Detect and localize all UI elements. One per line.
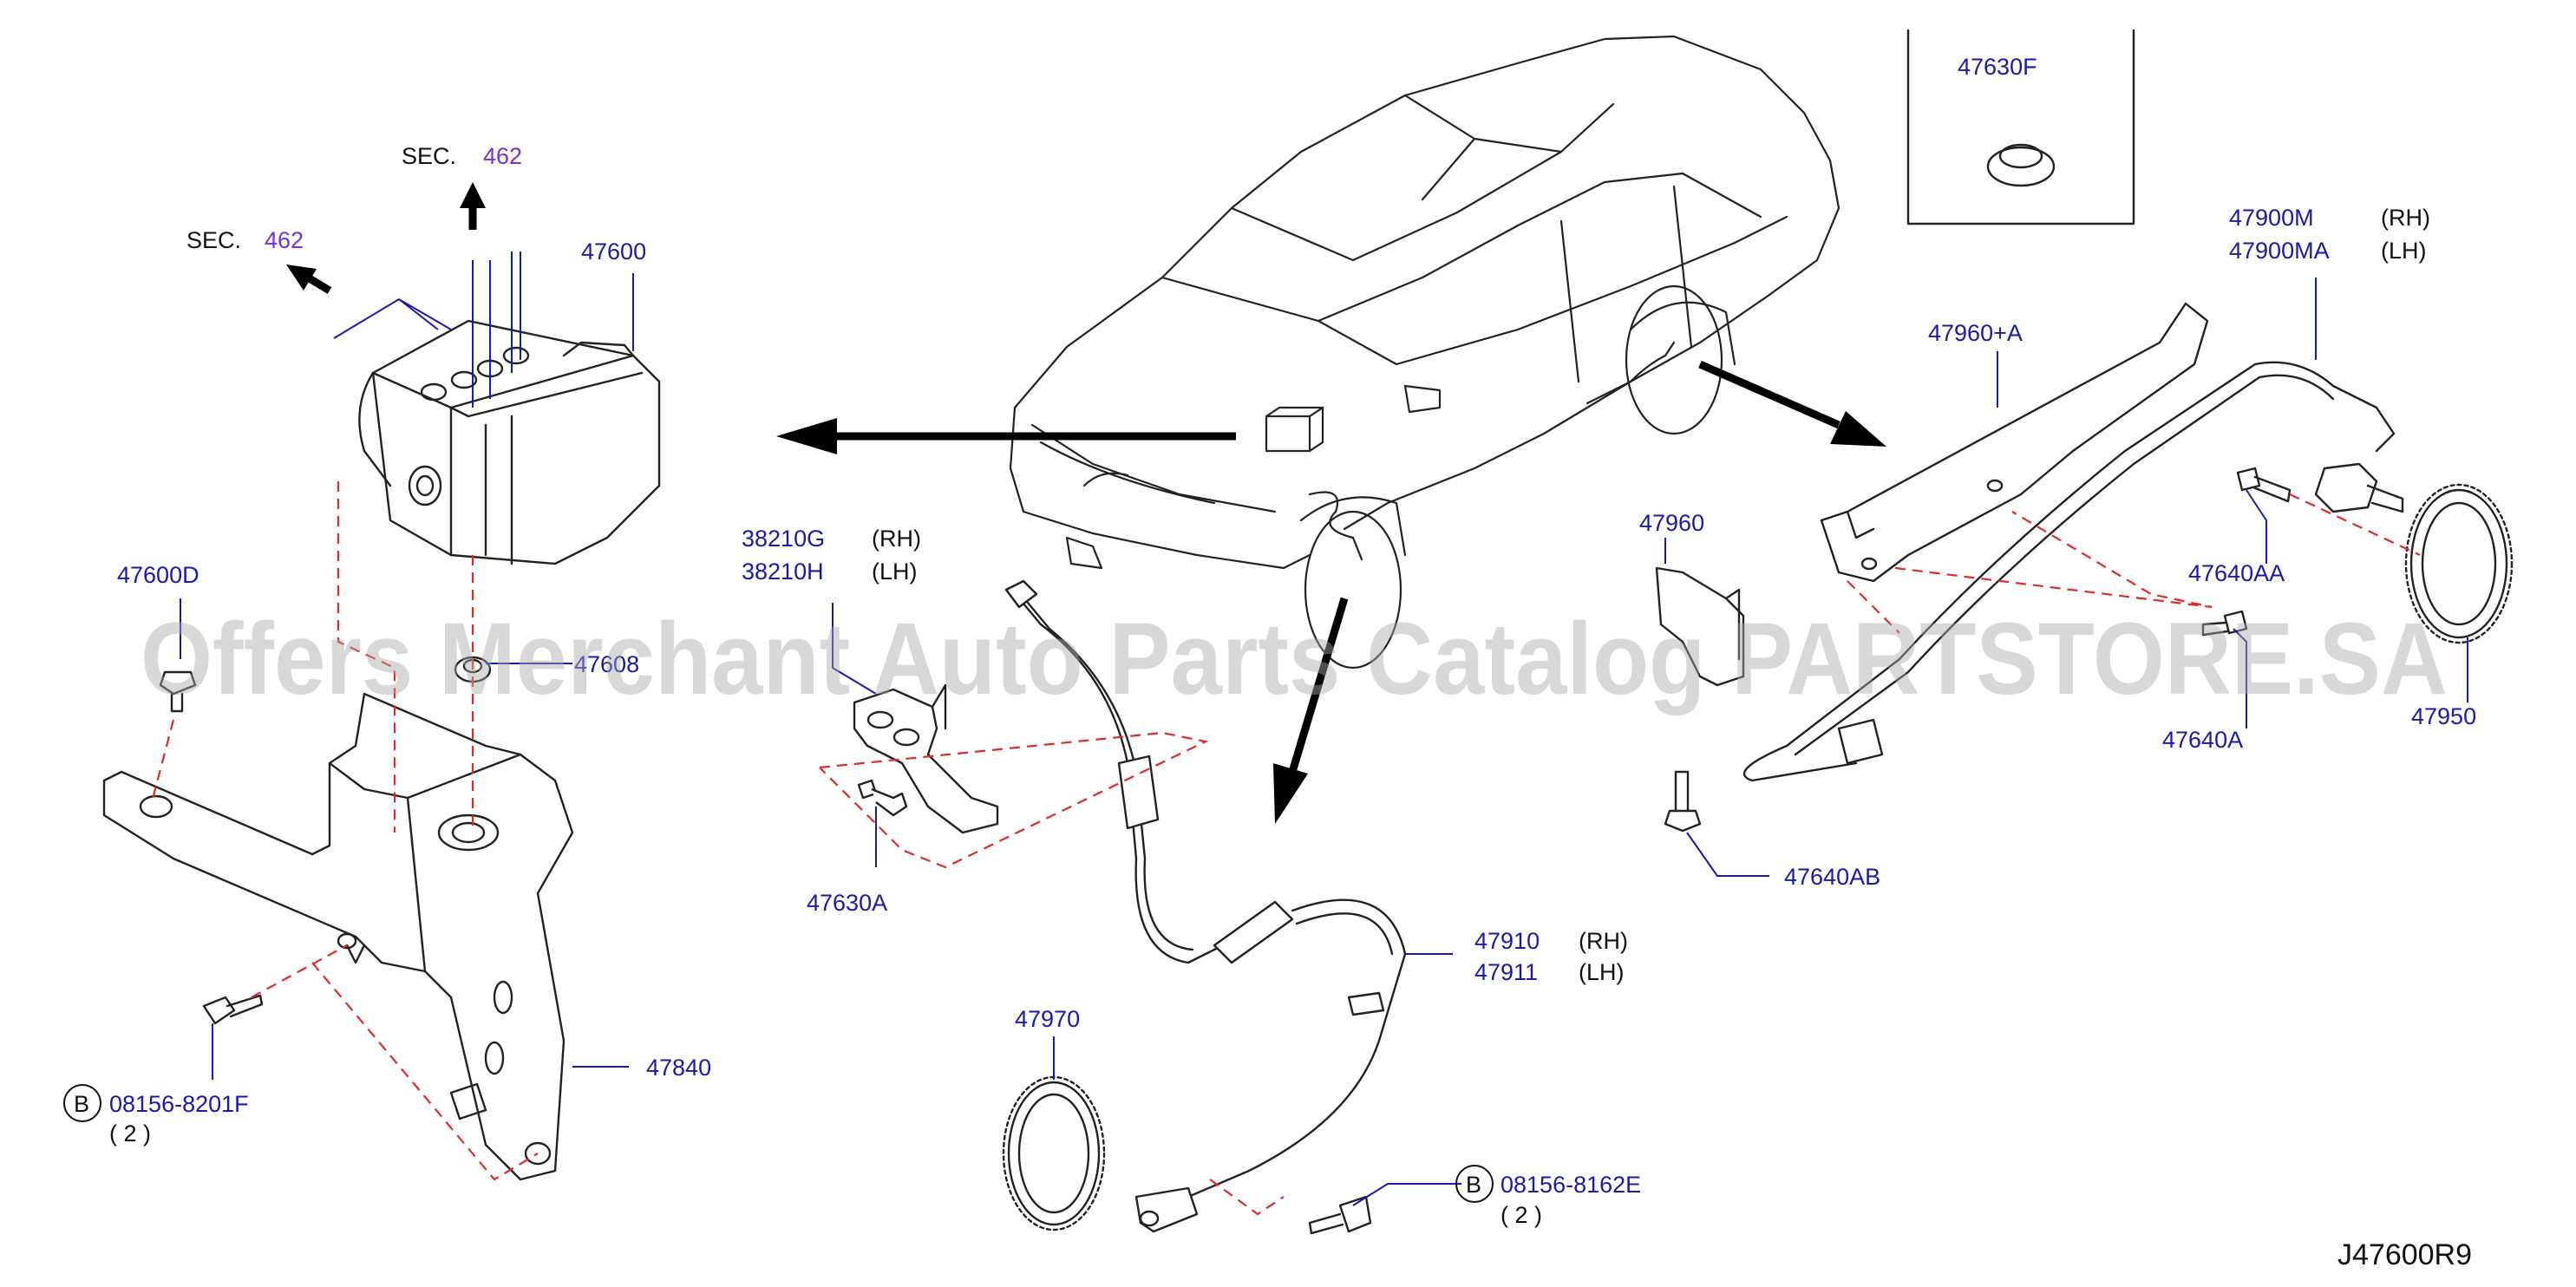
actuator-bracket bbox=[102, 692, 574, 1181]
bracket-47960 bbox=[1655, 566, 1745, 687]
bolt-08156-8162e bbox=[1308, 1195, 1372, 1235]
bolt-symbol-circle bbox=[63, 1084, 101, 1122]
part-38210h[interactable]: 38210H bbox=[742, 559, 824, 585]
guide-line bbox=[1209, 1179, 1285, 1216]
direction-arrows bbox=[286, 182, 1886, 824]
sec-prefix: SEC. bbox=[186, 227, 241, 253]
part-47900m[interactable]: 47900M bbox=[2229, 205, 2314, 231]
quantity: ( 2 ) bbox=[1500, 1202, 1542, 1228]
part-47608[interactable]: 47608 bbox=[574, 651, 639, 677]
part-08156-8162e[interactable]: 08156-8162E bbox=[1500, 1172, 1641, 1198]
callout-08156-8201f: B 08156-8201F ( 2 ) bbox=[63, 1084, 249, 1147]
part-38210g[interactable]: 38210G bbox=[742, 526, 825, 552]
bolt-47630a bbox=[857, 779, 908, 817]
part-47900ma[interactable]: 47900MA bbox=[2229, 238, 2330, 264]
part-47960[interactable]: 47960 bbox=[1639, 510, 1704, 536]
guide-line bbox=[1847, 580, 1900, 634]
guide-line bbox=[1894, 511, 2213, 609]
bolt-symbol-circle bbox=[1455, 1165, 1494, 1203]
bolt-47640a bbox=[2201, 610, 2248, 637]
section-ref-top: SEC. 462 bbox=[402, 143, 522, 169]
bracket-38210 bbox=[853, 683, 999, 834]
callout-08156-8162e: B 08156-8162E ( 2 ) bbox=[1455, 1165, 1641, 1228]
callout-47910: 47910 (RH) 47911 (LH) bbox=[1474, 928, 1628, 985]
guide-line bbox=[337, 481, 396, 833]
callout-38210: 38210G (RH) 38210H (LH) bbox=[742, 526, 921, 585]
section-ref-left: SEC. 462 bbox=[186, 227, 304, 253]
sec-number[interactable]: 462 bbox=[483, 143, 522, 169]
side-lh: (LH) bbox=[2381, 238, 2427, 264]
part-47630a[interactable]: 47630A bbox=[807, 890, 887, 916]
guide-line bbox=[150, 719, 175, 803]
part-47840[interactable]: 47840 bbox=[646, 1055, 711, 1081]
front-wheel-sensor bbox=[1004, 579, 1407, 1233]
part-47911[interactable]: 47911 bbox=[1474, 959, 1538, 985]
rear-wheel-sensor bbox=[1742, 361, 2404, 782]
part-47600d[interactable]: 47600D bbox=[117, 562, 199, 588]
bolt-47640aa bbox=[2236, 467, 2292, 503]
part-47950[interactable]: 47950 bbox=[2411, 703, 2476, 729]
front-sensor-rotor bbox=[1002, 1075, 1106, 1231]
part-47640aa[interactable]: 47640AA bbox=[2188, 560, 2285, 586]
side-rh: (RH) bbox=[2381, 205, 2430, 231]
part-47970[interactable]: 47970 bbox=[1015, 1006, 1080, 1032]
rear-sensor-rotor bbox=[2404, 483, 2514, 644]
sec-prefix: SEC. bbox=[402, 143, 456, 169]
leader-lines bbox=[180, 252, 2468, 1206]
inset-box-47630f bbox=[1906, 29, 2135, 225]
guide-line bbox=[819, 731, 1209, 869]
part-47910[interactable]: 47910 bbox=[1474, 928, 1540, 954]
guide-line bbox=[2289, 493, 2421, 556]
callout-47900m: 47900M (RH) 47900MA (LH) bbox=[2229, 205, 2430, 264]
part-47960a[interactable]: 47960+A bbox=[1928, 320, 2023, 346]
bolt-08156-8201f bbox=[202, 994, 264, 1025]
quantity: ( 2 ) bbox=[109, 1120, 151, 1147]
watermark: Offers Merchant Auto Parts Catalog PARTS… bbox=[141, 602, 2448, 716]
bolt-47600d bbox=[159, 670, 197, 713]
part-47640ab[interactable]: 47640AB bbox=[1784, 864, 1880, 890]
part-47640a[interactable]: 47640A bbox=[2162, 727, 2243, 753]
sec-number[interactable]: 462 bbox=[265, 227, 304, 253]
bracket-47960a bbox=[1820, 302, 2209, 583]
diagram-code: J47600R9 bbox=[2337, 1238, 2472, 1271]
side-lh: (LH) bbox=[1579, 959, 1625, 985]
bolt-47640ab bbox=[1664, 770, 1702, 833]
part-47630f[interactable]: 47630F bbox=[1958, 54, 2037, 80]
part-08156-8201f[interactable]: 08156-8201F bbox=[109, 1091, 249, 1117]
part-47600[interactable]: 47600 bbox=[581, 238, 646, 265]
vehicle-illustration bbox=[1009, 35, 1840, 670]
bolt-symbol: B bbox=[1466, 1172, 1481, 1198]
side-lh: (LH) bbox=[872, 559, 918, 585]
bolt-symbol: B bbox=[74, 1091, 89, 1117]
guide-line bbox=[251, 944, 539, 1181]
side-rh: (RH) bbox=[872, 526, 921, 552]
side-rh: (RH) bbox=[1579, 928, 1628, 954]
abs-actuator bbox=[358, 319, 661, 565]
